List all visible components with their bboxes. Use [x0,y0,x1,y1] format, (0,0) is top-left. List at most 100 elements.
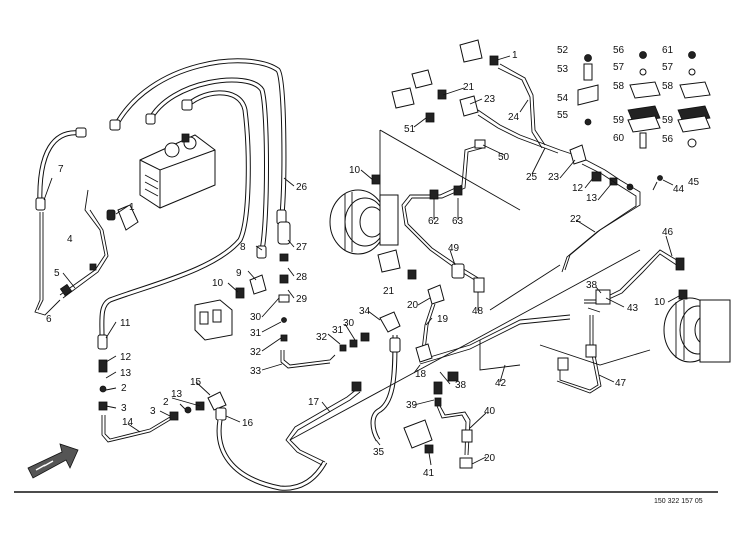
callout-56: 56 [613,45,625,56]
callout-14: 14 [122,417,134,428]
callout-25: 25 [526,172,538,183]
leader-lines [43,55,680,466]
callout-32: 32 [316,332,328,343]
left-lower-assembly [97,334,227,443]
callout-1: 1 [512,50,518,61]
hose-bundle [99,58,287,336]
callout-23: 23 [548,172,560,183]
callout-57: 57 [613,62,625,73]
callout-6: 6 [46,314,52,325]
callout-60: 60 [613,133,625,144]
callout-49: 49 [448,243,460,254]
callout-22: 22 [570,214,582,225]
callout-39: 39 [406,400,418,411]
clamp-parts [577,51,711,149]
callout-53: 53 [557,64,569,75]
top-valve-group [391,39,663,273]
hose-7 [35,127,87,211]
callout-62: 62 [428,216,440,227]
callout-9: 9 [236,268,242,279]
callout-35: 35 [373,447,385,458]
callout-11: 11 [120,318,131,329]
callout-23: 23 [484,94,496,105]
callout-38: 38 [455,380,467,391]
callout-33: 33 [250,366,262,377]
callout-10: 10 [654,297,666,308]
callout-13: 13 [120,368,132,379]
callout-43: 43 [627,303,639,314]
callout-61: 61 [662,45,674,56]
callout-13: 13 [171,389,183,400]
pipe-6 [34,212,61,316]
pipe-17 [285,381,362,466]
pipe-49 [401,144,485,293]
callout-32: 32 [250,347,262,358]
callout-54: 54 [557,93,569,104]
callout-20: 20 [484,453,496,464]
callout-40: 40 [484,406,496,417]
callout-17: 17 [308,397,320,408]
callout-2: 2 [163,397,169,408]
callout-55: 55 [557,110,569,121]
motor-right [663,289,731,363]
callout-58: 58 [613,81,625,92]
callout-44: 44 [673,184,685,195]
drawing-reference-number: 150 322 157 05 [654,498,703,505]
callout-48: 48 [472,306,484,317]
callout-31: 31 [250,328,262,339]
callout-8: 8 [240,242,246,253]
pipe-42-47 [419,249,685,394]
valve-block [194,274,267,341]
motor-center [329,174,399,255]
callout-31: 31 [332,325,344,336]
callout-18: 18 [415,369,427,380]
callout-21: 21 [463,82,475,93]
callout-3: 3 [121,403,127,414]
callout-4: 4 [67,234,73,245]
callout-28: 28 [296,272,308,283]
callout-34: 34 [359,306,371,317]
callout-20: 20 [407,300,419,311]
callout-38: 38 [586,280,598,291]
callout-52: 52 [557,45,569,56]
pump-unit [139,133,216,209]
fitting-1-left [106,204,139,231]
callout-56: 56 [662,134,674,145]
callout-51: 51 [404,124,416,135]
callout-15: 15 [190,377,202,388]
callout-29: 29 [296,294,308,305]
callout-13: 13 [586,193,598,204]
callout-57: 57 [662,62,674,73]
callout-labels: 1 1 2 2 3 3 4 5 6 7 8 9 10 10 10 11 12 1… [46,45,700,479]
callout-41: 41 [423,468,435,479]
frame-lines [289,129,651,441]
callout-63: 63 [452,216,464,227]
callout-21: 21 [383,286,395,297]
callout-42: 42 [495,378,507,389]
callout-7: 7 [58,164,64,175]
callout-10: 10 [349,165,361,176]
callout-3: 3 [150,406,156,417]
center-fittings [339,311,401,442]
callout-58: 58 [662,81,674,92]
callout-16: 16 [242,418,254,429]
callout-19: 19 [437,314,449,325]
callout-46: 46 [662,227,674,238]
callout-59: 59 [662,115,674,126]
callout-59: 59 [613,115,625,126]
callout-12: 12 [572,183,584,194]
callout-30: 30 [250,312,262,323]
callout-5: 5 [54,268,60,279]
callout-26: 26 [296,182,308,193]
callout-30: 30 [343,318,355,329]
filter-27 [277,221,336,369]
callout-50: 50 [498,152,510,163]
direction-arrow-icon [27,443,79,479]
callout-10: 10 [212,278,224,289]
callout-1: 1 [129,202,135,213]
callout-12: 12 [120,352,132,363]
callout-47: 47 [615,378,627,389]
pipe-4-5 [59,189,109,299]
